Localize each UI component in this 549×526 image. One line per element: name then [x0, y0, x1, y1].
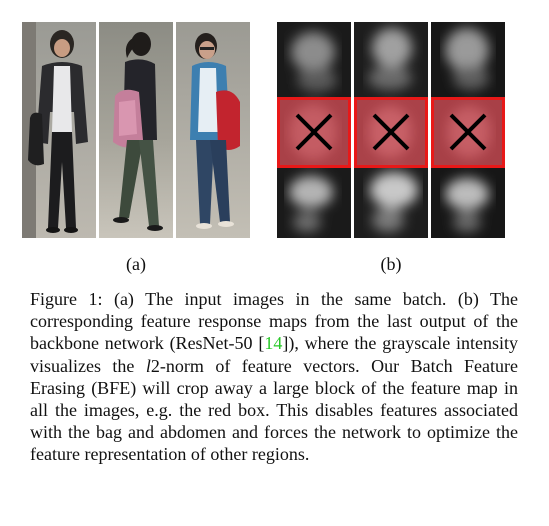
figure-caption: Figure 1: (a) The input images in the sa… [30, 288, 518, 466]
caption-text-2: ]), where the grayscale intensity visual… [30, 333, 518, 376]
norm-symbol: l [145, 355, 151, 376]
panel-a-label: (a) [126, 254, 146, 274]
erase-box-3 [431, 97, 505, 168]
citation-link[interactable]: 14 [264, 333, 283, 354]
input-image-3 [176, 22, 250, 238]
caption-text-3: 2-norm of feature vectors. Our Batch Fea… [30, 355, 518, 465]
erase-box-2 [354, 97, 428, 168]
batch-feature-erasing-boxes [277, 97, 505, 168]
panel-b-label: (b) [380, 254, 402, 274]
caption-text-1: Figure 1: (a) The input images in the sa… [30, 289, 518, 354]
input-image-1 [22, 22, 96, 238]
input-image-2 [99, 22, 173, 238]
erase-box-1 [277, 97, 351, 168]
